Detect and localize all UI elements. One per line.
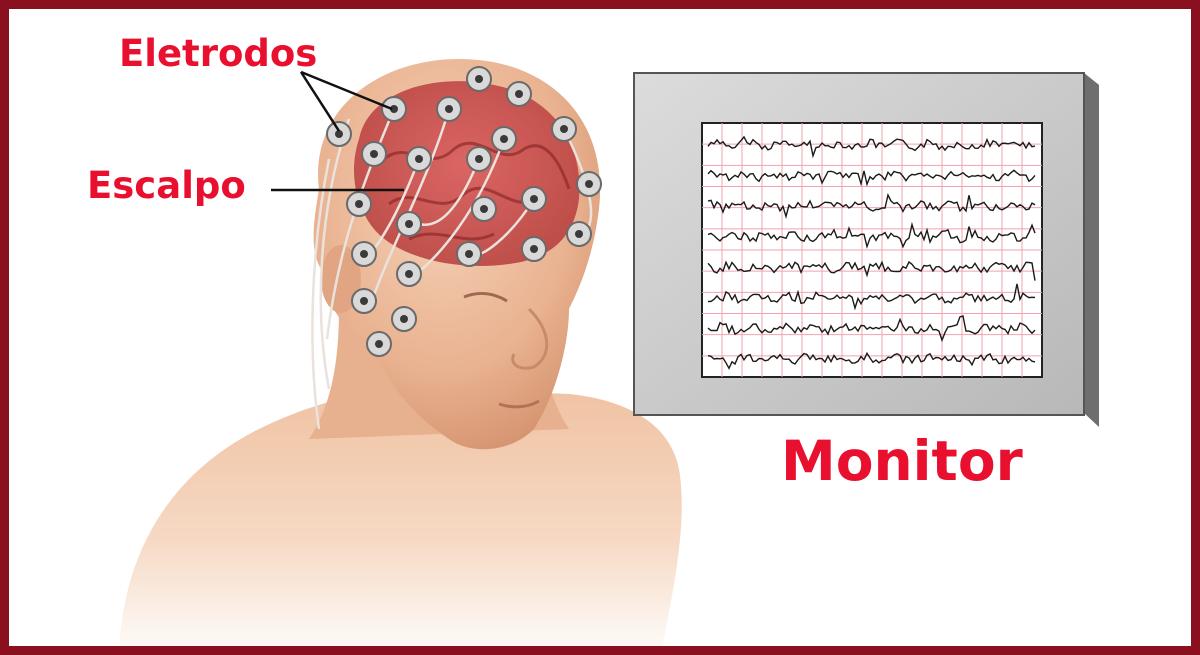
illustration xyxy=(9,9,1200,655)
scalp-label: Escalpo xyxy=(87,167,246,204)
electrode-icon xyxy=(472,197,496,221)
electrode-icon xyxy=(577,172,601,196)
electrode-icon xyxy=(352,289,376,313)
electrode-icon xyxy=(397,262,421,286)
electrode-icon xyxy=(367,332,391,356)
electrode-icon xyxy=(362,142,386,166)
electrode-icon xyxy=(407,147,431,171)
electrode-icon xyxy=(437,97,461,121)
electrode-icon xyxy=(457,242,481,266)
monitor-label: Monitor xyxy=(781,434,1023,489)
electrode-icon xyxy=(327,122,351,146)
electrode-icon xyxy=(507,82,531,106)
electrode-icon xyxy=(522,187,546,211)
electrode-icon xyxy=(492,127,516,151)
electrode-icon xyxy=(467,67,491,91)
electrode-icon xyxy=(552,117,576,141)
electrode-icon xyxy=(567,222,591,246)
electrode-icon xyxy=(522,237,546,261)
electrodes-label: Eletrodos xyxy=(119,35,317,72)
electrode-icon xyxy=(392,307,416,331)
electrode-icon xyxy=(382,97,406,121)
electrode-icon xyxy=(352,242,376,266)
electrode-icon xyxy=(347,192,371,216)
electrode-icon xyxy=(467,147,491,171)
electrode-icon xyxy=(397,212,421,236)
